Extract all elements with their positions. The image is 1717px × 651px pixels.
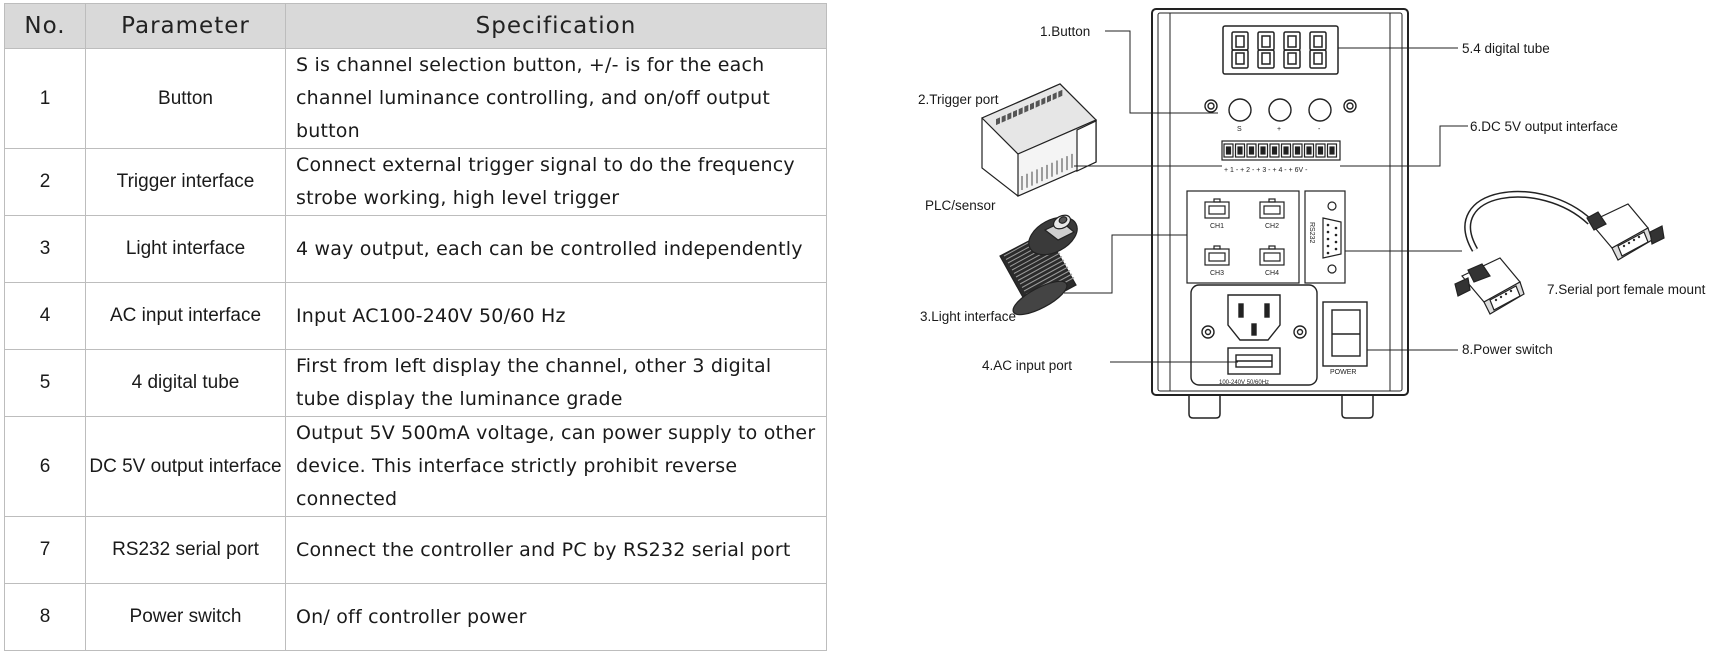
digit-segment-group — [1231, 31, 1249, 69]
spec-line: device. This interface strictly prohibit… — [296, 455, 738, 510]
spec-line: tube display the luminance grade — [296, 388, 623, 410]
cell-no: 3 — [4, 215, 86, 283]
cell-parameter: AC input interface — [85, 282, 286, 350]
cell-parameter: Power switch — [85, 583, 286, 651]
ch1-label: CH1 — [1210, 223, 1224, 230]
ac-rating-label: 100-240V 50/60Hz — [1219, 380, 1269, 386]
controller-diagram: S + - + 1 - + 2 - + 3 - + 4 - + 6V - CH1… — [918, 8, 1706, 419]
table-header-row: No. Parameter Specification — [4, 3, 827, 49]
terminal-labels: + 1 - + 2 - + 3 - + 4 - + 6V - — [1224, 167, 1308, 174]
spec-line: Output 5V 500mA voltage, can power suppl… — [296, 422, 816, 444]
spec-line: First from left display the channel, oth… — [296, 355, 772, 377]
button-minus-label: - — [1318, 126, 1321, 133]
callout-dc-output: 6.DC 5V output interface — [1470, 119, 1618, 134]
cell-specification: Connect the controller and PC by RS232 s… — [285, 516, 827, 584]
power-label: POWER — [1330, 369, 1356, 376]
dc-terminal-block — [1221, 140, 1341, 161]
serial-cable — [1454, 190, 1665, 315]
light-interface-sensor — [999, 214, 1078, 316]
digit-segment-group — [1257, 31, 1275, 69]
callout-trigger-port: 2.Trigger port — [918, 92, 999, 107]
spec-line: Input AC100-240V 50/60 Hz — [296, 304, 566, 327]
cell-specification: Input AC100-240V 50/60 Hz — [285, 282, 827, 350]
ac-input-socket — [1190, 284, 1318, 386]
button-s[interactable] — [1228, 98, 1252, 122]
header-no: No. — [4, 3, 86, 49]
trigger-port-connector — [980, 83, 1098, 197]
cell-specification: Connect external trigger signal to do th… — [285, 148, 827, 216]
header-specification: Specification — [285, 3, 827, 49]
ch2-label: CH2 — [1265, 223, 1279, 230]
rs232-label: RS232 — [1308, 222, 1315, 244]
digit-segment-group — [1309, 31, 1327, 69]
rs232-port — [1304, 190, 1346, 284]
spec-line: S is channel selection button, +/- is fo… — [296, 54, 765, 76]
spec-line: On/ off controller power — [296, 605, 527, 628]
cell-no: 1 — [4, 48, 86, 149]
cell-parameter: RS232 serial port — [85, 516, 286, 584]
spec-line: Connect the controller and PC by RS232 s… — [296, 538, 791, 561]
light-channel-box — [1186, 190, 1300, 284]
digital-tube-display — [1222, 25, 1339, 75]
cell-parameter: Light interface — [85, 215, 286, 283]
cell-specification: S is channel selection button, +/- is fo… — [285, 48, 827, 149]
button-s-label: S — [1237, 126, 1242, 133]
spec-line: Connect external trigger signal to do th… — [296, 154, 795, 176]
callout-plc-sensor: PLC/sensor — [925, 198, 996, 213]
digit-segment-group — [1283, 31, 1301, 69]
header-parameter: Parameter — [85, 3, 286, 49]
cell-no: 2 — [4, 148, 86, 216]
cell-no: 4 — [4, 282, 86, 350]
callout-light-interface: 3.Light interface — [920, 309, 1016, 324]
cell-specification: Output 5V 500mA voltage, can power suppl… — [285, 416, 827, 517]
cell-parameter: 4 digital tube — [85, 349, 286, 417]
panel-buttons — [1204, 98, 1357, 122]
button-plus[interactable] — [1268, 98, 1292, 122]
cell-parameter: Trigger interface — [85, 148, 286, 216]
leader-lines — [1064, 30, 1468, 363]
cell-no: 6 — [4, 416, 86, 517]
callout-serial-port: 7.Serial port female mount — [1547, 282, 1706, 297]
cell-no: 7 — [4, 516, 86, 584]
ch3-label: CH3 — [1210, 270, 1224, 277]
spec-line: strobe working, high level trigger — [296, 187, 620, 209]
cell-specification: On/ off controller power — [285, 583, 827, 651]
cell-no: 8 — [4, 583, 86, 651]
spec-line: 4 way output, each can be controlled ind… — [296, 237, 803, 260]
cell-no: 5 — [4, 349, 86, 417]
ch4-label: CH4 — [1265, 270, 1279, 277]
cell-parameter: Button — [85, 48, 286, 149]
callout-ac-input: 4.AC input port — [982, 358, 1072, 373]
spec-line: channel luminance controlling, and on/of… — [296, 87, 770, 142]
cell-parameter: DC 5V output interface — [85, 416, 286, 517]
button-plus-label: + — [1277, 126, 1281, 133]
cell-specification: 4 way output, each can be controlled ind… — [285, 215, 827, 283]
callout-digital-tube: 5.4 digital tube — [1462, 41, 1550, 56]
cell-specification: First from left display the channel, oth… — [285, 349, 827, 417]
power-switch[interactable] — [1322, 301, 1368, 367]
callout-power-switch: 8.Power switch — [1462, 342, 1553, 357]
button-minus[interactable] — [1308, 98, 1332, 122]
callout-button: 1.Button — [1040, 24, 1090, 39]
